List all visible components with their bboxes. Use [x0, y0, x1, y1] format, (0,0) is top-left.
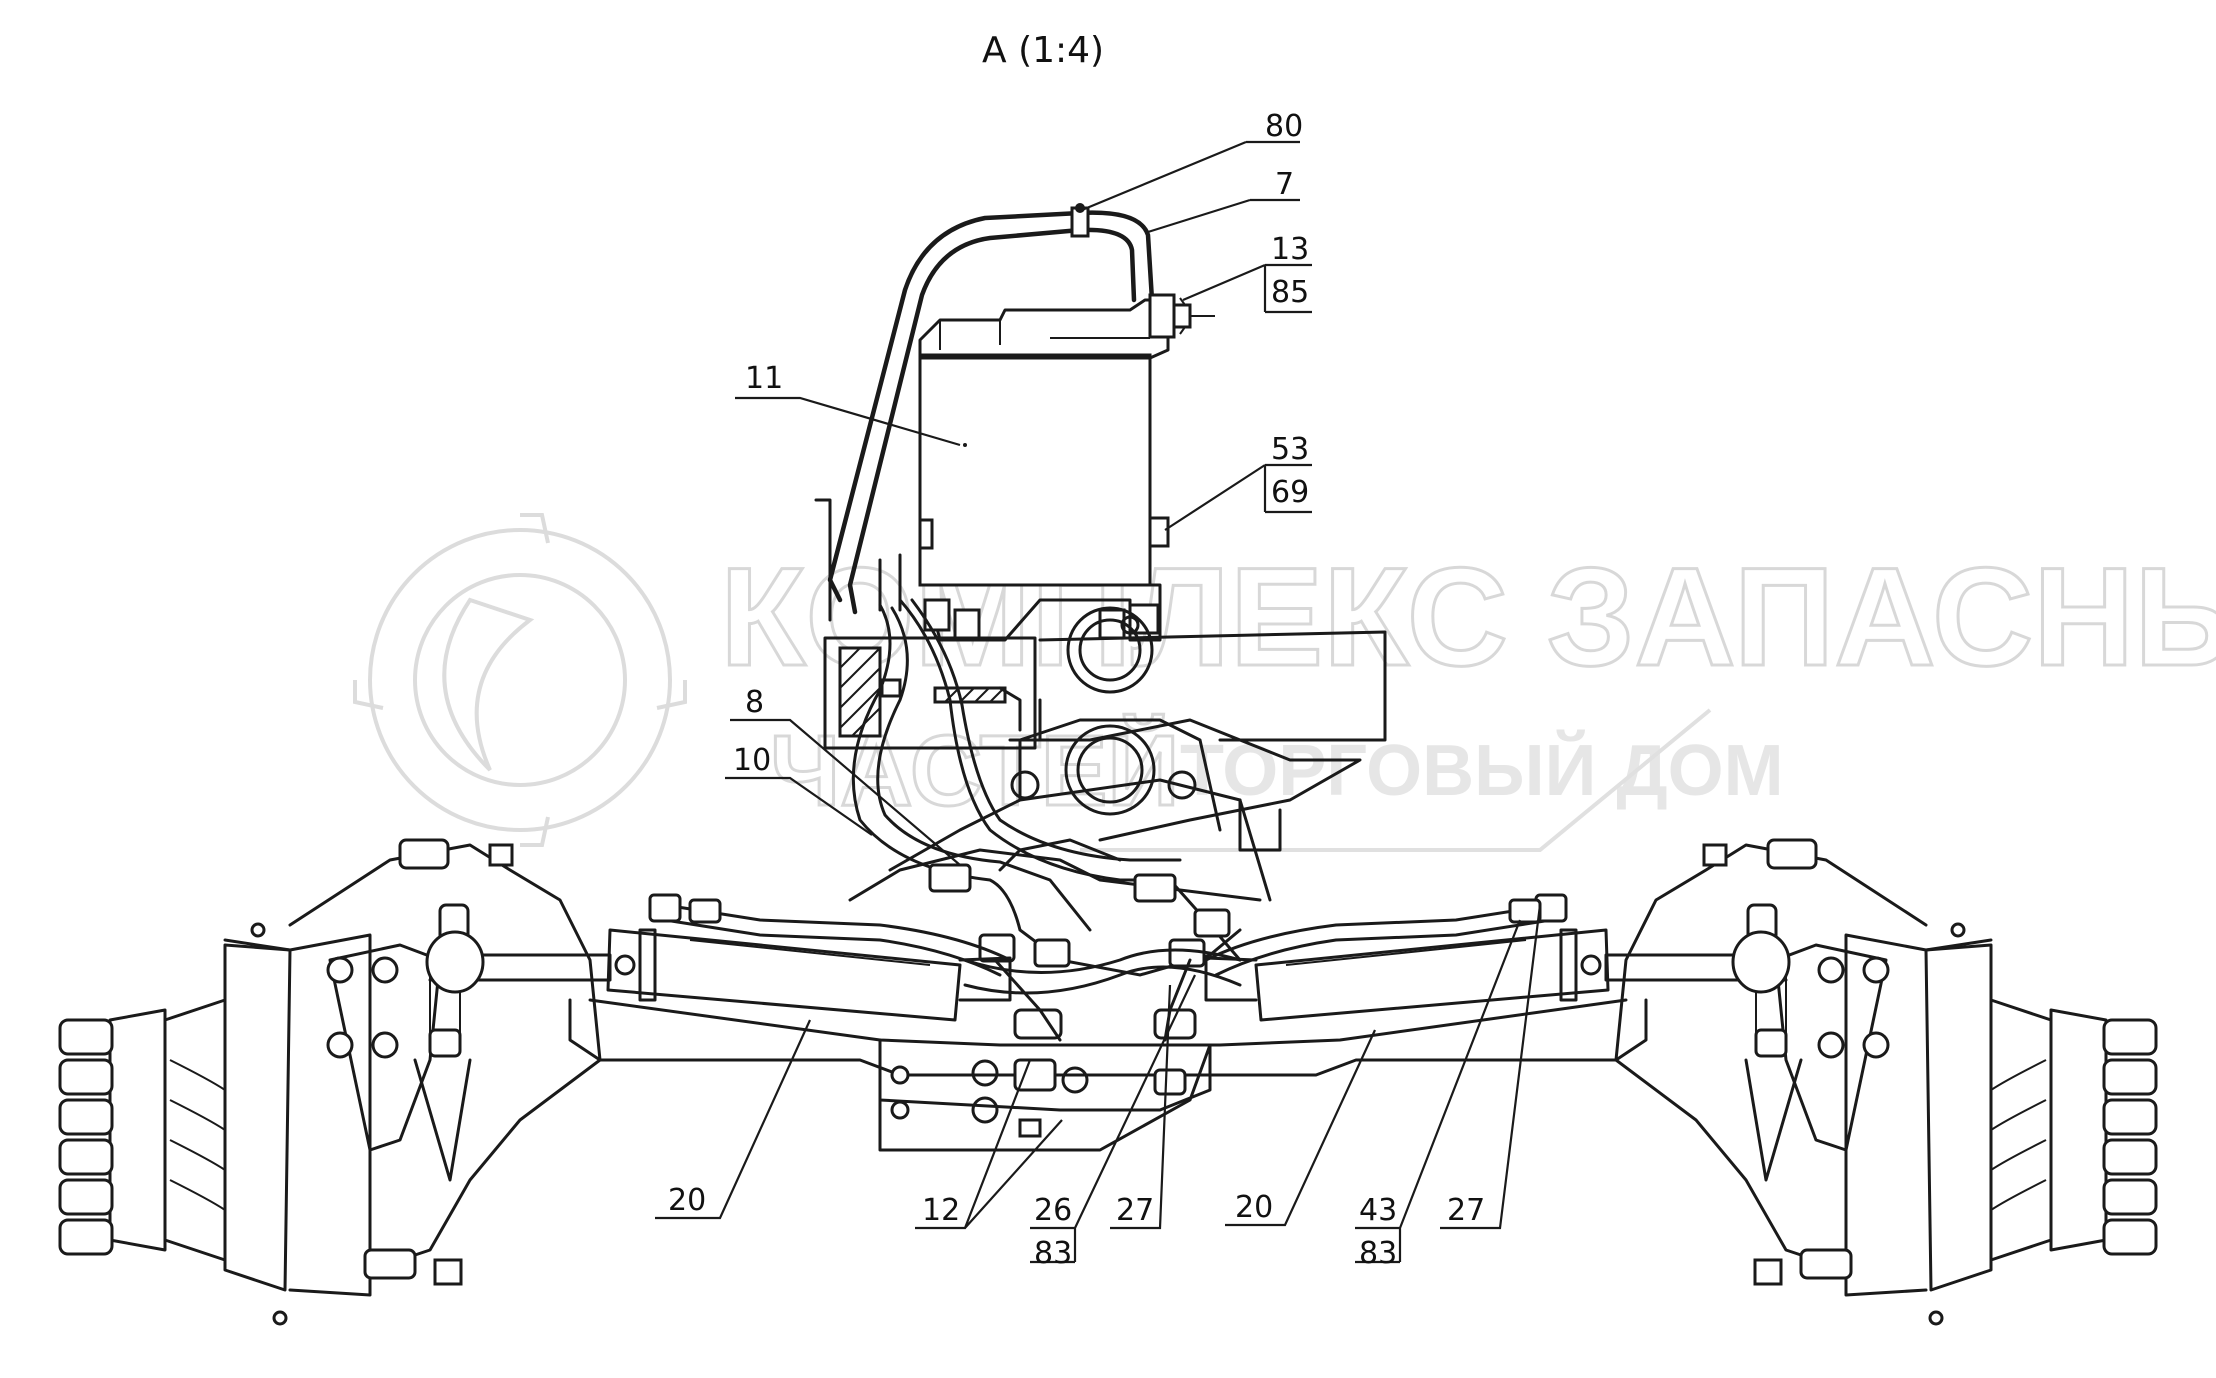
- leader-lines: [655, 140, 1542, 1264]
- callout-20-left: 20: [668, 1183, 706, 1218]
- watermark-line2: ЧАСТЕЙ: [770, 714, 1179, 827]
- callout-labels: 80 7 13 85 11 53 69 8 10 20 12 26 83 27 …: [668, 109, 1485, 1271]
- callout-20-right: 20: [1235, 1190, 1273, 1225]
- steering-cylinder-left: [425, 928, 1012, 1022]
- watermark-gear-logo: [353, 513, 687, 847]
- callout-12: 12: [922, 1193, 960, 1228]
- callout-83-right: 83: [1359, 1236, 1397, 1271]
- reservoir-unit: [814, 298, 1387, 750]
- right-wheel-studs: [2102, 1018, 2158, 1256]
- callout-69: 69: [1271, 475, 1309, 510]
- callout-83-left: 83: [1034, 1236, 1072, 1271]
- left-knuckle-bolts: [250, 838, 514, 1326]
- callout-11: 11: [745, 361, 783, 396]
- watermark-line3: ТОРГОВЫЙ ДОМ: [1180, 729, 1784, 811]
- sectioned-bracket: [823, 636, 1042, 750]
- reservoir-body: [918, 353, 1152, 587]
- callout-10: 10: [733, 743, 771, 778]
- view-title: A (1:4): [982, 30, 1104, 71]
- axle-housing: [58, 718, 2158, 1326]
- callout-53: 53: [1271, 432, 1309, 467]
- callout-85: 85: [1271, 275, 1309, 310]
- cylinder-hoses: [648, 893, 1568, 977]
- left-wheel-studs: [58, 1018, 114, 1256]
- callout-43: 43: [1359, 1193, 1397, 1228]
- callout-7: 7: [1275, 167, 1294, 202]
- callout-13: 13: [1271, 232, 1309, 267]
- steering-cylinder-right: [1204, 928, 1791, 1022]
- callout-27-left: 27: [1116, 1193, 1154, 1228]
- callout-8: 8: [745, 685, 764, 720]
- hydraulic-lines: [827, 203, 1242, 1042]
- callout-27-right: 27: [1447, 1193, 1485, 1228]
- right-knuckle-bolts: [1702, 838, 1966, 1326]
- callout-80: 80: [1265, 109, 1303, 144]
- callout-26: 26: [1034, 1193, 1072, 1228]
